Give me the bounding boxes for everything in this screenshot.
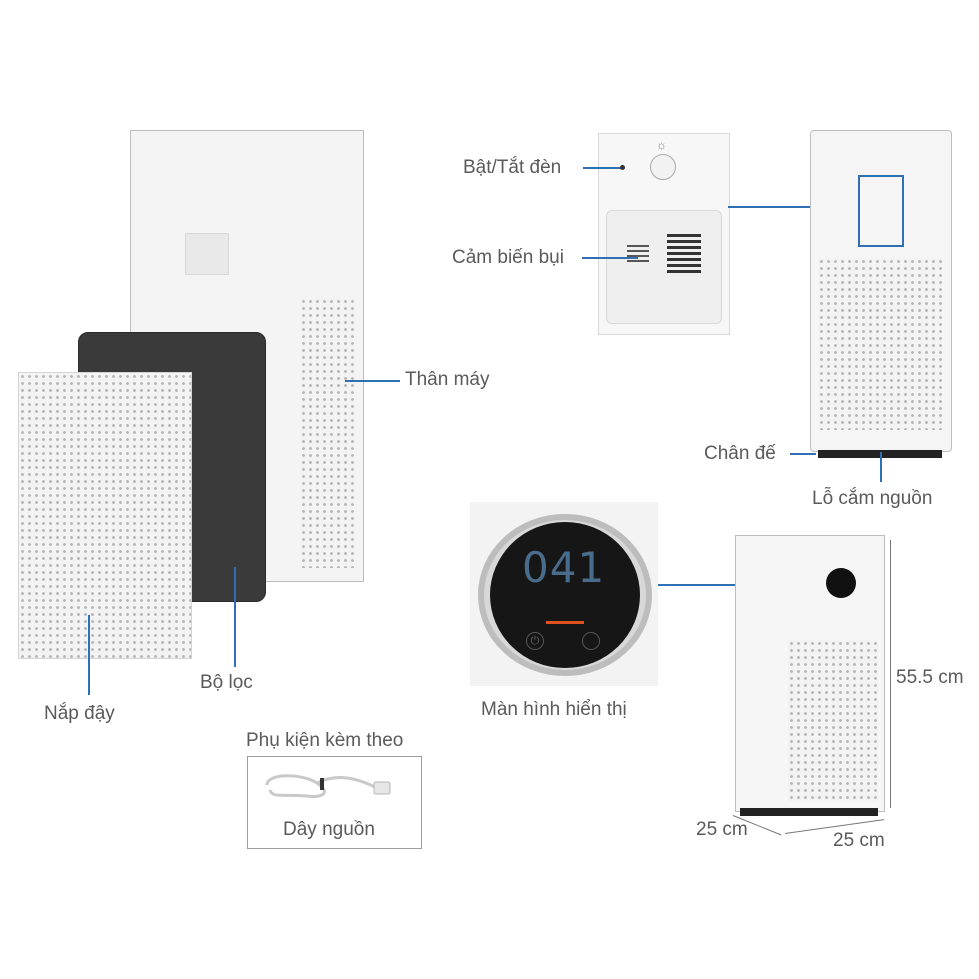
day-nguon-label: Dây nguồn [283,819,375,840]
lo-cam-nguon-line [880,452,882,482]
bat-tat-den-label: Bật/Tắt đèn [463,157,562,178]
front-grill [818,258,942,430]
sun-icon: ☼ [656,138,667,152]
bo-loc-line [234,567,236,667]
panel-highlight-box [858,175,904,247]
height-label: 55.5 cm [896,667,964,688]
display-accent-bar [546,621,584,624]
dimension-base [740,808,878,816]
chan-de-label: Chân đế [704,443,776,464]
panel-connector-line [728,206,860,208]
than-may-label: Thân máy [405,369,490,390]
light-button [650,154,676,180]
accessory-box [247,756,422,849]
chan-de-line [790,453,816,455]
sensor-small-vent [627,245,649,265]
cam-bien-bui-line [582,257,638,259]
mode-icon [582,632,600,650]
power-cord-image [262,768,402,802]
width-label: 25 cm [833,830,885,851]
dimension-grill [788,640,878,802]
purifier-top-panel [185,233,229,275]
purifier-display-circle [826,568,856,598]
nap-day-line [88,615,90,695]
light-dot [620,165,625,170]
man-hinh-hien-thi-label: Màn hình hiển thị [481,699,627,720]
power-icon: ⏻ [526,632,544,650]
phu-kien-label: Phụ kiện kèm theo [246,730,404,751]
height-dimension-line [890,540,891,808]
display-screen [490,522,640,668]
bat-tat-den-line [583,167,623,169]
depth-label: 25 cm [696,819,748,840]
nap-day-label: Nắp đậy [44,703,115,724]
bo-loc-label: Bộ lọc [200,672,253,693]
sensor-vent [667,234,701,274]
than-may-line [345,380,400,382]
body-grill [300,298,358,568]
display-reading: 041 [522,543,606,592]
sensor-cover [606,210,722,324]
lo-cam-nguon-label: Lỗ cắm nguồn [812,488,933,509]
cam-bien-bui-label: Cảm biến bụi [452,247,564,268]
front-cover-image [18,372,192,659]
